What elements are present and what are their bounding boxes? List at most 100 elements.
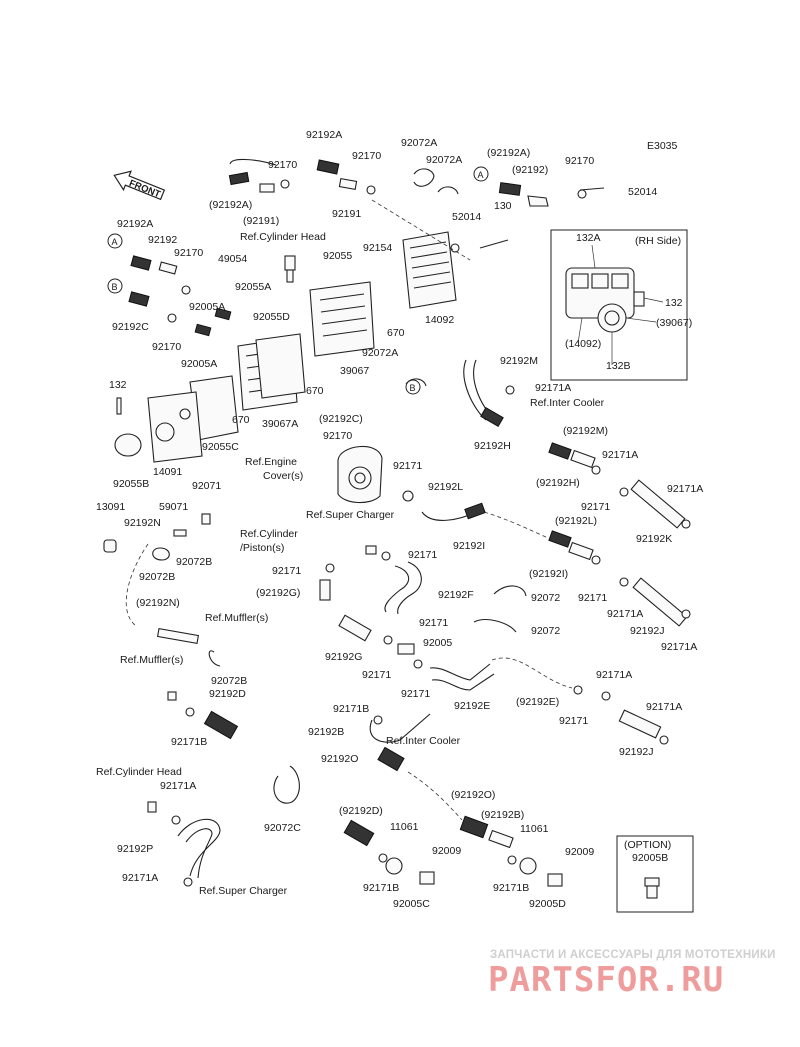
part-label: 92170 (352, 150, 381, 162)
part-label: 92005D (529, 898, 566, 910)
part-label: E3035 (647, 140, 678, 152)
callout-a-upper: A (473, 166, 489, 182)
part-label: 92192F (438, 589, 474, 601)
o-ring-92055b (114, 433, 142, 457)
part-label: Ref.Inter Cooler (386, 735, 461, 747)
part-label: 92009 (432, 845, 461, 857)
part-label: 92005A (181, 358, 217, 370)
part-label: 92072A (426, 154, 462, 166)
rh-side-inset: (RH Side) (550, 229, 688, 381)
part-label: 92192D (209, 688, 246, 700)
part-label: (92192G) (256, 587, 300, 599)
part-label: 92171B (171, 736, 207, 748)
part-label: (92192O) (451, 789, 495, 801)
part-label: 92171A (661, 641, 697, 653)
part-label: 92005A (189, 301, 225, 313)
part-label: 92171A (607, 608, 643, 620)
engine-cover-pump (337, 445, 383, 504)
part-label: 132A (576, 232, 601, 244)
part-label: (39067) (656, 317, 692, 329)
part-label: 92154 (363, 242, 392, 254)
part-label: Ref.Muffler(s) (205, 612, 268, 624)
part-label: Ref.Cylinder Head (96, 766, 182, 778)
small-parts (103, 179, 691, 887)
part-label: (92192M) (563, 425, 608, 437)
part-label: 92055C (202, 441, 239, 453)
option-label: (OPTION) (624, 839, 671, 851)
part-label: 92072A (401, 137, 437, 149)
part-label: 92005 (423, 637, 452, 649)
part-label: (92192B) (481, 809, 524, 821)
part-label: 59071 (159, 501, 188, 513)
part-label: (14092) (565, 338, 601, 350)
part-label: 11061 (520, 823, 549, 835)
part-label: 92171A (667, 483, 703, 495)
part-label: (92192L) (555, 515, 597, 527)
part-label: 92192E (454, 700, 490, 712)
part-label: 92072B (211, 675, 247, 687)
part-label: 92171 (362, 669, 391, 681)
front-arrow: FRONT (113, 170, 166, 200)
part-label: 92055D (253, 311, 290, 323)
part-label: 92171B (333, 703, 369, 715)
cylinder-head-cover-front (237, 333, 306, 411)
part-label: 92192C (112, 321, 149, 333)
part-label: 92072A (362, 347, 398, 359)
part-label: 92171B (493, 882, 529, 894)
svg-text:B: B (410, 383, 416, 393)
part-label: 92170 (323, 430, 352, 442)
part-label: 92192G (325, 651, 362, 663)
part-label: 132 (109, 379, 127, 391)
part-label: Ref.Super Charger (306, 509, 395, 521)
part-label: 92192 (148, 234, 177, 246)
part-label: 92171 (559, 715, 588, 727)
part-label: 92171B (363, 882, 399, 894)
part-label: 92192A (117, 218, 153, 230)
part-label: 92171 (408, 549, 437, 561)
watermark-logo: PARTSFOR.RU (488, 960, 725, 1000)
part-label: (92192I) (529, 568, 568, 580)
part-label: 670 (232, 414, 250, 426)
part-label: 92192O (321, 753, 358, 765)
sensor-49054 (284, 255, 296, 283)
part-label: 92072 (531, 592, 560, 604)
part-label: 92171 (401, 688, 430, 700)
part-label: (92192D) (339, 805, 383, 817)
part-label: 92072B (176, 556, 212, 568)
part-label: (92191) (243, 215, 279, 227)
part-label: (92192N) (136, 597, 180, 609)
svg-text:A: A (478, 170, 484, 180)
part-label: 132B (606, 360, 631, 372)
part-label: 39067A (262, 418, 298, 430)
part-label: (92192A) (487, 147, 530, 159)
part-label: 92055A (235, 281, 271, 293)
part-label: 92072C (264, 822, 301, 834)
svg-text:B: B (112, 282, 118, 292)
part-label: (92192C) (319, 413, 363, 425)
callout-b-left: B (107, 278, 123, 294)
part-label: (92192E) (516, 696, 559, 708)
part-label: 92192H (474, 440, 511, 452)
part-label: Ref.Inter Cooler (530, 397, 605, 409)
part-label: 52014 (452, 211, 481, 223)
hoses (125, 158, 688, 879)
part-label: Ref.Super Charger (199, 885, 288, 897)
part-label: 92191 (332, 208, 361, 220)
part-label: 92171A (122, 872, 158, 884)
svg-text:A: A (112, 237, 118, 247)
watermark-caption: ЗАПЧАСТИ И АКСЕССУАРЫ ДЛЯ МОТОТЕХНИКИ (490, 949, 776, 961)
part-label: 92171 (393, 460, 422, 472)
part-label: 92192L (428, 481, 463, 493)
cylinder-head-cover-mid (309, 281, 375, 357)
part-labels: E303592192A9217092072A92072A(92192A)(921… (96, 129, 703, 910)
part-label: 132 (665, 297, 683, 309)
part-label: /Piston(s) (240, 542, 284, 554)
part-label: 670 (387, 327, 405, 339)
part-label: 49054 (218, 253, 247, 265)
part-label: 92171 (419, 617, 448, 629)
part-label: 92171 (581, 501, 610, 513)
part-label: 92171 (272, 565, 301, 577)
part-label: Ref.Engine (245, 456, 297, 468)
part-label: 92071 (192, 480, 221, 492)
